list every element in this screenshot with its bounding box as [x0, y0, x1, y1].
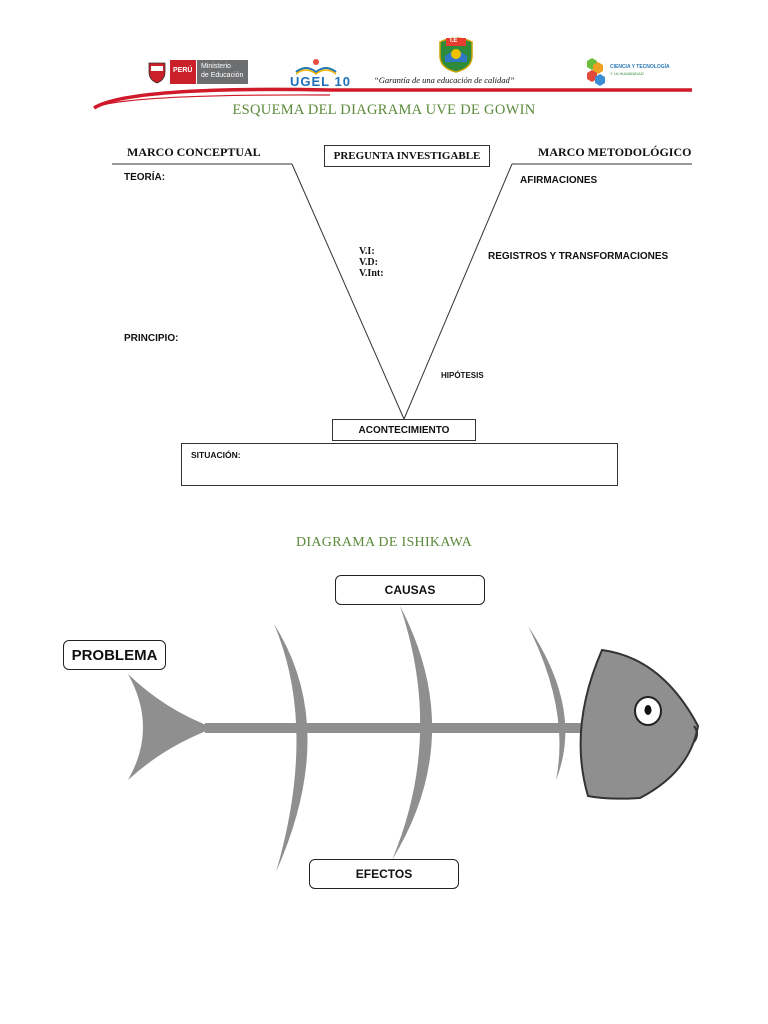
- situacion-box: SITUACIÓN:: [181, 443, 618, 486]
- causas-label: CAUSAS: [384, 583, 436, 597]
- ugel-logo-text: UGEL 10: [290, 74, 351, 89]
- fish-rib-3: [528, 626, 566, 780]
- open-book-icon: [295, 59, 337, 75]
- science-logo: CIENCIA Y TECNOLOGÍA Y LA HUMANIDAD: [584, 56, 670, 88]
- gowin-v-lines: [112, 163, 692, 420]
- efectos-label: EFECTOS: [355, 867, 413, 881]
- marco-metodologico-label: MARCO METODOLÓGICO: [538, 145, 692, 159]
- acontecimiento-label: ACONTECIMIENTO: [358, 424, 450, 436]
- science-logo-line2: Y LA HUMANIDAD: [610, 71, 644, 76]
- vd-label: V.D:: [359, 257, 378, 268]
- fish-spine: [205, 723, 595, 733]
- vi-label: V.I:: [359, 246, 375, 257]
- peru-shield-icon: [146, 60, 248, 84]
- registros-label: REGISTROS Y TRANSFORMACIONES: [488, 251, 669, 262]
- pregunta-investigable-label: PREGUNTA INVESTIGABLE: [333, 150, 481, 162]
- fish-head-shape: [579, 648, 700, 800]
- vint-label: V.Int:: [359, 268, 384, 279]
- header-motto: “Garantía de una educación de calidad”: [374, 75, 515, 85]
- science-logo-line1: CIENCIA Y TECNOLOGÍA: [610, 64, 670, 70]
- fish-rib-1: [274, 624, 308, 872]
- efectos-box: EFECTOS: [309, 859, 459, 889]
- principio-label: PRINCIPIO:: [124, 333, 179, 344]
- problema-label: PROBLEMA: [71, 646, 158, 664]
- ie-badge: I.E: [450, 38, 458, 44]
- ugel-logo: UGEL 10: [288, 54, 350, 90]
- fish-tail-shape: [128, 674, 214, 780]
- pregunta-investigable-box: PREGUNTA INVESTIGABLE: [324, 145, 490, 167]
- marco-conceptual-label: MARCO CONCEPTUAL: [127, 145, 261, 159]
- gowin-title: ESQUEMA DEL DIAGRAMA UVE DE GOWIN: [232, 102, 536, 118]
- fish-eye-icon: [634, 696, 662, 726]
- ministry-line2: de Educación: [201, 72, 244, 79]
- problema-box: PROBLEMA: [63, 640, 166, 670]
- fish-rib-2: [392, 606, 433, 860]
- afirmaciones-label: AFIRMACIONES: [520, 175, 598, 186]
- hexagon-cluster-icon: [587, 58, 605, 86]
- school-crest: I.E: [436, 34, 476, 74]
- ministry-country: PERÚ: [173, 67, 193, 74]
- ministry-line1: Ministerio: [201, 63, 231, 70]
- hipotesis-label: HIPÓTESIS: [441, 371, 484, 380]
- situacion-label: SITUACIÓN:: [191, 450, 241, 460]
- header-red-swoosh: [93, 87, 692, 110]
- causas-box: CAUSAS: [335, 575, 485, 605]
- school-crest-icon: [439, 37, 473, 73]
- acontecimiento-box: ACONTECIMIENTO: [332, 419, 476, 441]
- ishikawa-title: DIAGRAMA DE ISHIKAWA: [296, 535, 472, 550]
- fishbone-diagram: [128, 606, 700, 872]
- teoria-label: TEORÍA:: [124, 172, 166, 183]
- ministry-logo: PERÚ Ministerio de Educación: [146, 58, 248, 86]
